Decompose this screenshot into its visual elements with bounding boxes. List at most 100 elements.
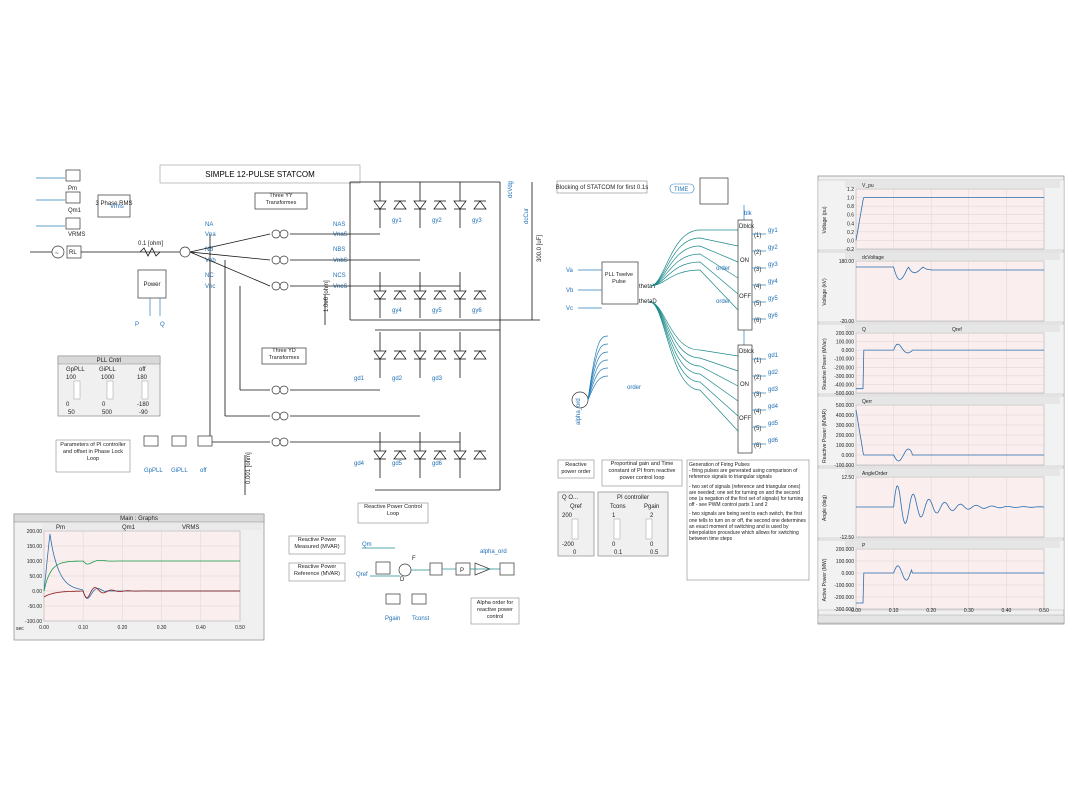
y-tick: -500.000 bbox=[834, 391, 854, 397]
rms-block[interactable] bbox=[97, 194, 131, 218]
svg-text:TIME: TIME bbox=[674, 187, 688, 193]
y-tick: 0.00 bbox=[32, 589, 42, 595]
svg-text:Main : Graphs: Main : Graphs bbox=[120, 516, 158, 522]
gy-output: gy1 bbox=[768, 228, 778, 234]
svg-text:order: order bbox=[627, 385, 641, 391]
svg-text:Q: Q bbox=[160, 322, 165, 328]
pi-controller-panel[interactable]: PI controller Tcons 1 0 0.1 Pgain 2 0 0.… bbox=[597, 491, 669, 557]
qref-panel[interactable]: Q O... Qref 200 -200 0 bbox=[557, 491, 595, 557]
transformer-yd[interactable]: Three YD Transformes bbox=[261, 347, 307, 447]
svg-text:P: P bbox=[460, 568, 464, 574]
svg-text:Vna: Vna bbox=[205, 232, 216, 238]
gy-output: gy6 bbox=[768, 313, 778, 319]
svg-text:~: ~ bbox=[55, 251, 59, 257]
x-tick: 0.10 bbox=[889, 608, 899, 614]
svg-text:dcCur: dcCur bbox=[524, 208, 530, 224]
gate-label: gy3 bbox=[472, 218, 482, 224]
y-tick: 200.000 bbox=[836, 433, 854, 439]
slider-tcons[interactable] bbox=[613, 518, 621, 540]
y-tick: -50.00 bbox=[28, 604, 42, 610]
slider-gppll[interactable] bbox=[73, 380, 81, 400]
y-tick: -12.50 bbox=[840, 535, 854, 541]
slider-pgain[interactable] bbox=[645, 518, 653, 540]
step-block[interactable] bbox=[699, 177, 729, 205]
dblck-switch-top[interactable] bbox=[737, 219, 753, 331]
svg-text:thetaD: thetaD bbox=[639, 299, 657, 305]
valve bbox=[373, 182, 407, 228]
ac-source[interactable]: ~ RL bbox=[30, 245, 180, 259]
svg-text:Power: Power bbox=[143, 282, 160, 288]
gate-label: gd4 bbox=[354, 461, 365, 467]
y-tick: 200.000 bbox=[836, 547, 854, 553]
dblck-switch-bottom[interactable] bbox=[737, 344, 753, 454]
svg-text:0: 0 bbox=[650, 542, 654, 548]
gate-label: gy2 bbox=[432, 218, 442, 224]
svg-text:Qm: Qm bbox=[362, 542, 372, 548]
svg-text:alpha_ord: alpha_ord bbox=[576, 398, 582, 425]
svg-text:NCS: NCS bbox=[333, 273, 346, 279]
svg-text:300.0 [uF]: 300.0 [uF] bbox=[537, 235, 543, 262]
pin-label: (2) bbox=[754, 250, 761, 256]
page-title: SIMPLE 12-PULSE STATCOM bbox=[205, 170, 315, 179]
main-graph-window[interactable]: Main : Graphs Pm Qm1 VRMS 200.00150.0010… bbox=[13, 513, 265, 641]
valve bbox=[373, 432, 407, 478]
x-tick: 0.30 bbox=[964, 608, 974, 614]
pin-label: (6) bbox=[754, 443, 761, 449]
svg-text:P: P bbox=[135, 322, 139, 328]
meter-vrms[interactable] bbox=[65, 217, 81, 230]
svg-text:Pm: Pm bbox=[68, 186, 77, 192]
svg-text:0: 0 bbox=[66, 402, 70, 408]
plot-legend: Qerr bbox=[862, 399, 872, 405]
plot-legend: V_pu bbox=[862, 183, 874, 189]
y-tick: 1.0 bbox=[847, 196, 854, 202]
pll-twelve-pulse-block[interactable] bbox=[601, 261, 639, 305]
svg-text:1.0e6 [ohm]: 1.0e6 [ohm] bbox=[324, 280, 330, 312]
svg-text:0: 0 bbox=[612, 542, 616, 548]
plot-ylabel: Active Power (MW) bbox=[822, 558, 828, 601]
svg-text:2: 2 bbox=[650, 513, 654, 519]
plot-trace bbox=[856, 343, 1044, 390]
title-frame bbox=[159, 164, 361, 184]
pll-control-panel[interactable]: PLL Cntrl GpPLL 100 0 50 GiPLL 1000 0 50… bbox=[57, 355, 161, 417]
slider-off[interactable] bbox=[141, 380, 149, 400]
svg-text:off: off bbox=[139, 367, 146, 373]
meter-qm1[interactable] bbox=[65, 191, 81, 204]
svg-text:0.1: 0.1 bbox=[614, 550, 623, 556]
svg-text:Qref: Qref bbox=[356, 572, 368, 578]
transformer-yy[interactable]: Three YY Transformes bbox=[254, 192, 308, 291]
svg-text:alpha_ord: alpha_ord bbox=[480, 549, 507, 555]
gy-output: gy5 bbox=[768, 296, 778, 302]
svg-text:Qref: Qref bbox=[570, 504, 582, 510]
gate-label: gy1 bbox=[392, 218, 402, 224]
right-plot[interactable]: P200.000100.0000.000-100.000-200.000-300… bbox=[817, 539, 1065, 613]
y-tick: 0.0 bbox=[847, 238, 854, 244]
plot-legend: P bbox=[862, 543, 866, 549]
slider-qref[interactable] bbox=[571, 518, 579, 540]
meter-pm[interactable] bbox=[65, 169, 81, 182]
svg-text:GiPLL: GiPLL bbox=[99, 367, 116, 373]
time-scrollbar[interactable] bbox=[817, 614, 1065, 624]
svg-text:GpPLL: GpPLL bbox=[66, 367, 85, 373]
svg-text:OFF: OFF bbox=[739, 416, 751, 422]
svg-text:-90: -90 bbox=[139, 410, 148, 416]
right-plot[interactable]: Qerr500.000400.000300.000200.000100.0000… bbox=[817, 395, 1065, 469]
svg-text:1000: 1000 bbox=[101, 375, 115, 381]
y-tick: -300.000 bbox=[834, 374, 854, 380]
svg-text:Vb: Vb bbox=[566, 288, 574, 294]
power-meter[interactable] bbox=[137, 269, 167, 299]
pin-label: (4) bbox=[754, 284, 761, 290]
svg-text:NAS: NAS bbox=[333, 222, 345, 228]
gy-output: gy2 bbox=[768, 245, 778, 251]
pin-label: (5) bbox=[754, 301, 761, 307]
slider-gipll[interactable] bbox=[106, 380, 114, 400]
plot-trace bbox=[856, 565, 1044, 604]
valve bbox=[373, 332, 407, 378]
y-tick: 100.000 bbox=[836, 559, 854, 565]
